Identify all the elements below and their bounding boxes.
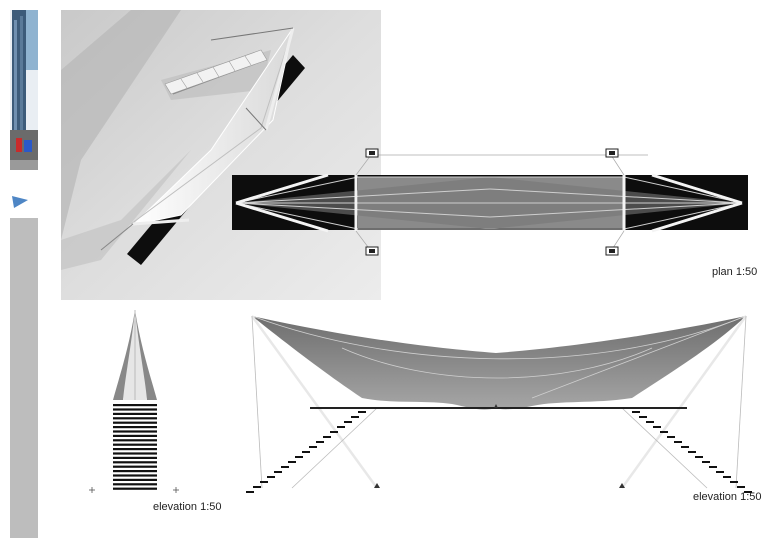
- left-strip-graphic: [10, 10, 38, 538]
- thumbnail-sliver: [12, 196, 28, 208]
- elevation-side-label: elevation 1:50: [693, 491, 762, 503]
- side-elevation-graphic: [246, 315, 752, 493]
- side-bar: [10, 218, 38, 538]
- plan-anchors: [365, 148, 619, 256]
- plan-drawing: [228, 145, 758, 265]
- side-elevation: [232, 308, 760, 493]
- left-strip: [10, 10, 38, 538]
- render-graphic: [61, 10, 381, 300]
- front-elevation: [85, 308, 185, 498]
- perspective-render: [61, 10, 381, 300]
- side-stair-left: [246, 411, 366, 493]
- side-membrane: [252, 316, 746, 410]
- plan-graphic: [232, 148, 748, 256]
- plan-label: plan 1:50: [712, 266, 758, 278]
- side-stair-right: [632, 411, 752, 493]
- photo-thumbnail: [10, 10, 38, 170]
- front-elevation-graphic: [89, 310, 179, 493]
- elevation-front-label: elevation 1:50: [153, 501, 222, 513]
- front-stair-block: [113, 404, 157, 490]
